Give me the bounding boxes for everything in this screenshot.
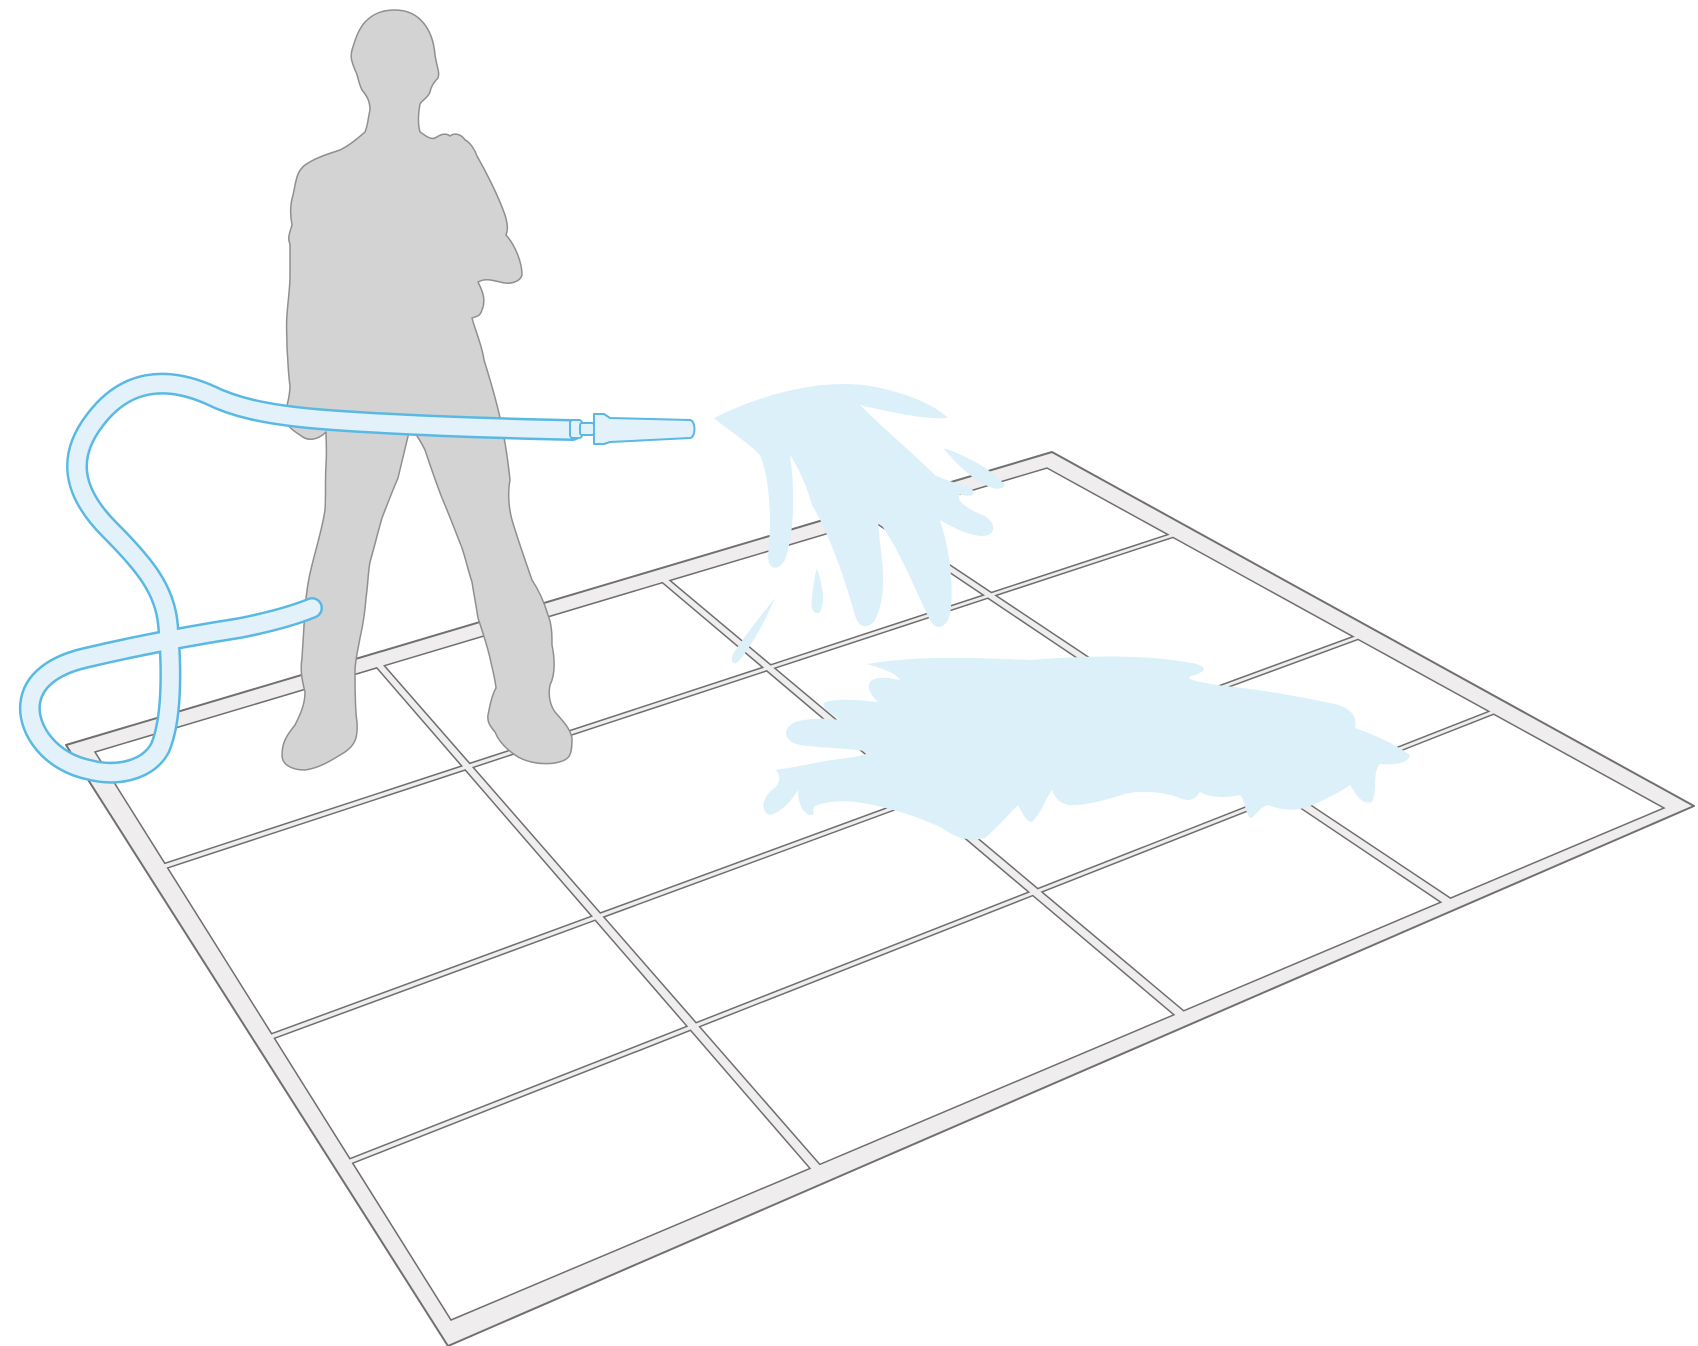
- water-puddle-icon: [763, 656, 1410, 840]
- floor-tile: [93, 667, 464, 865]
- floor-tile: [1040, 795, 1443, 1012]
- floor-tile: [166, 769, 593, 1035]
- floor-tile: [383, 581, 765, 765]
- garden-hose-icon: [18, 372, 583, 784]
- floor-tile: [273, 919, 689, 1160]
- spray-nozzle-icon: [569, 413, 696, 445]
- person-silhouette-icon: [281, 9, 573, 771]
- floor-tile: [698, 894, 1176, 1166]
- floor-tile: [351, 1029, 812, 1321]
- water-spray-icon: [714, 383, 1005, 664]
- floor-tile: [602, 799, 1031, 1024]
